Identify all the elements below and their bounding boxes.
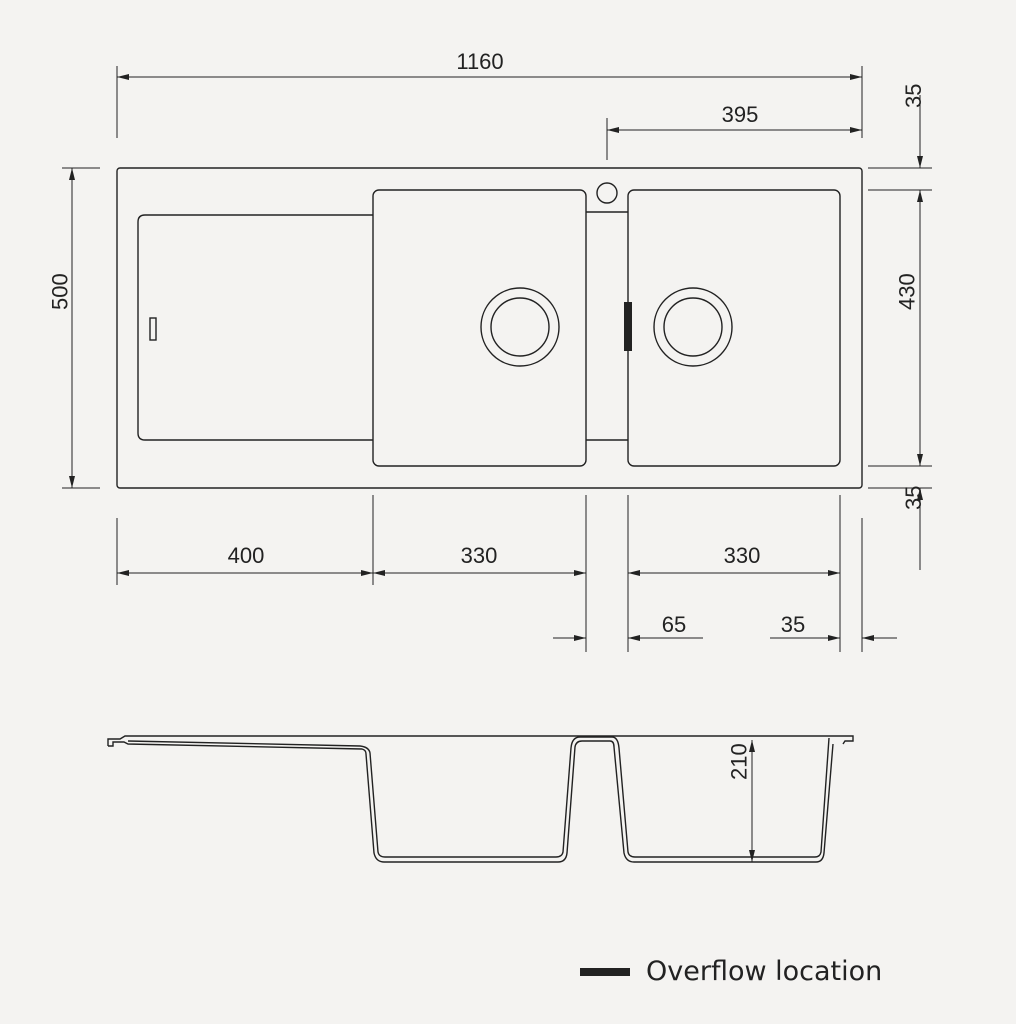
label-1160: 1160 [456, 49, 503, 74]
label-330-left: 330 [461, 543, 498, 568]
legend: Overflow location [580, 956, 882, 987]
plan-view [116, 167, 863, 489]
label-210: 210 [727, 743, 752, 780]
label-500: 500 [48, 273, 73, 310]
label-400: 400 [228, 543, 265, 568]
label-65: 65 [662, 612, 686, 637]
side-profile [107, 735, 854, 863]
label-430: 430 [895, 273, 920, 310]
left-waste-outer [480, 287, 560, 367]
overflow-marker [624, 302, 632, 351]
drainer-drain-slot [149, 317, 157, 341]
dimension-labels: 1160 395 500 35 430 35 400 330 330 65 35… [48, 49, 926, 780]
drainer [137, 214, 373, 441]
label-35-top: 35 [901, 84, 926, 108]
overflow-legend-swatch [580, 967, 630, 976]
left-waste-inner [490, 297, 550, 357]
overflow-legend-label: Overflow location [646, 956, 883, 987]
left-bowl [372, 189, 587, 467]
label-330-right: 330 [724, 543, 761, 568]
right-waste-outer [653, 287, 733, 367]
dimension-lines [69, 74, 923, 862]
right-bowl [627, 189, 841, 467]
label-395: 395 [722, 102, 759, 127]
tap-hole [596, 182, 618, 204]
sink-outline [116, 167, 863, 489]
label-35-right: 35 [781, 612, 805, 637]
right-waste-inner [663, 297, 723, 357]
label-35-bottom: 35 [901, 486, 926, 510]
